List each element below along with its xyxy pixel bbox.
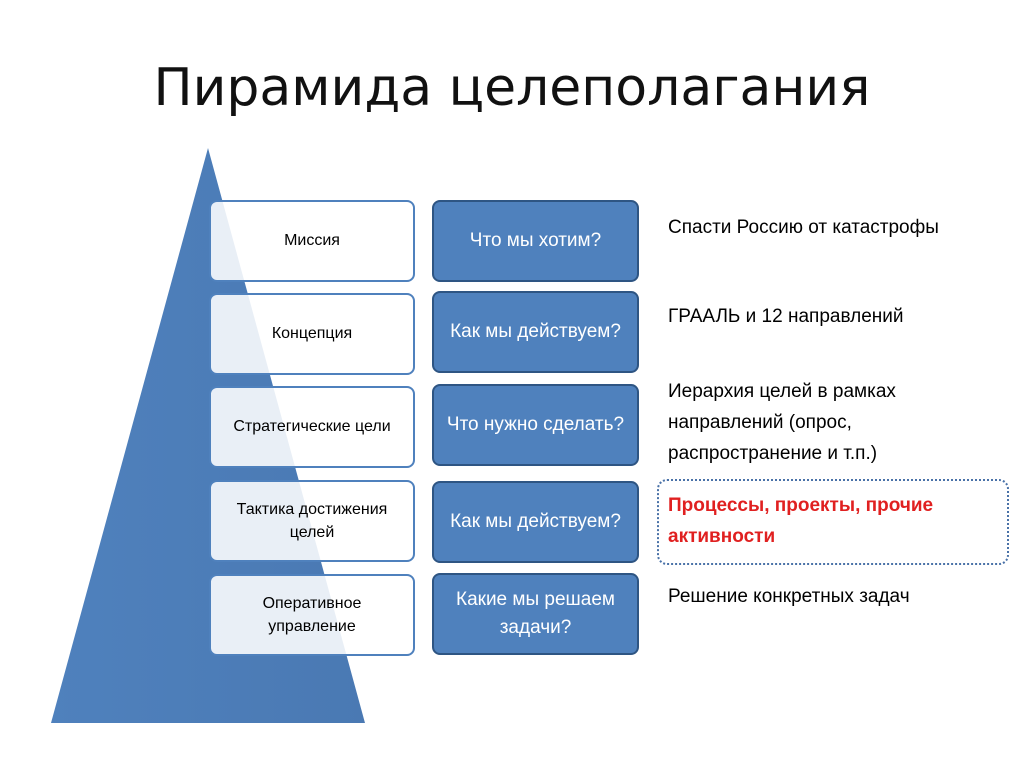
level-box-strategic-goals: Стратегические цели [209,386,415,468]
level-label: Стратегические цели [233,418,391,436]
question-label: Какие мы решаем задачи? [456,589,615,638]
level-label: Тактика достижения целей [236,500,388,541]
answer-text-2: ГРААЛЬ и 12 направлений [668,306,904,327]
question-label: Как мы действуем? [450,511,621,533]
highlight-frame [657,479,1009,565]
answer-text-4: Процессы, проекты, прочие активности [668,495,934,547]
question-label: Что нужно сделать? [446,414,625,436]
question-box-4: Как мы действуем? [432,481,639,563]
page-title: Пирамида целеполагания [153,58,871,118]
question-box-3: Что нужно сделать? [432,384,639,466]
level-box-mission: Миссия [209,200,415,282]
question-box-2: Как мы действуем? [432,291,639,373]
level-label: Миссия [284,232,340,250]
level-label: Оперативное управление [262,594,362,635]
answer-text-5: Решение конкретных задач [668,586,910,607]
level-box-concept: Концепция [209,293,415,375]
level-label: Концепция [271,325,353,343]
question-label: Что мы хотим? [469,230,602,252]
answer-text-3: Иерархия целей в рамках направлений (опр… [668,381,896,464]
answer-text-1: Спасти Россию от катастрофы [668,217,939,238]
level-box-tactics: Тактика достижения целей [209,480,415,562]
question-box-5: Какие мы решаем задачи? [432,573,639,655]
question-label: Как мы действуем? [450,321,621,343]
level-box-operational: Оперативное управление [209,574,415,656]
question-box-1: Что мы хотим? [432,200,639,282]
